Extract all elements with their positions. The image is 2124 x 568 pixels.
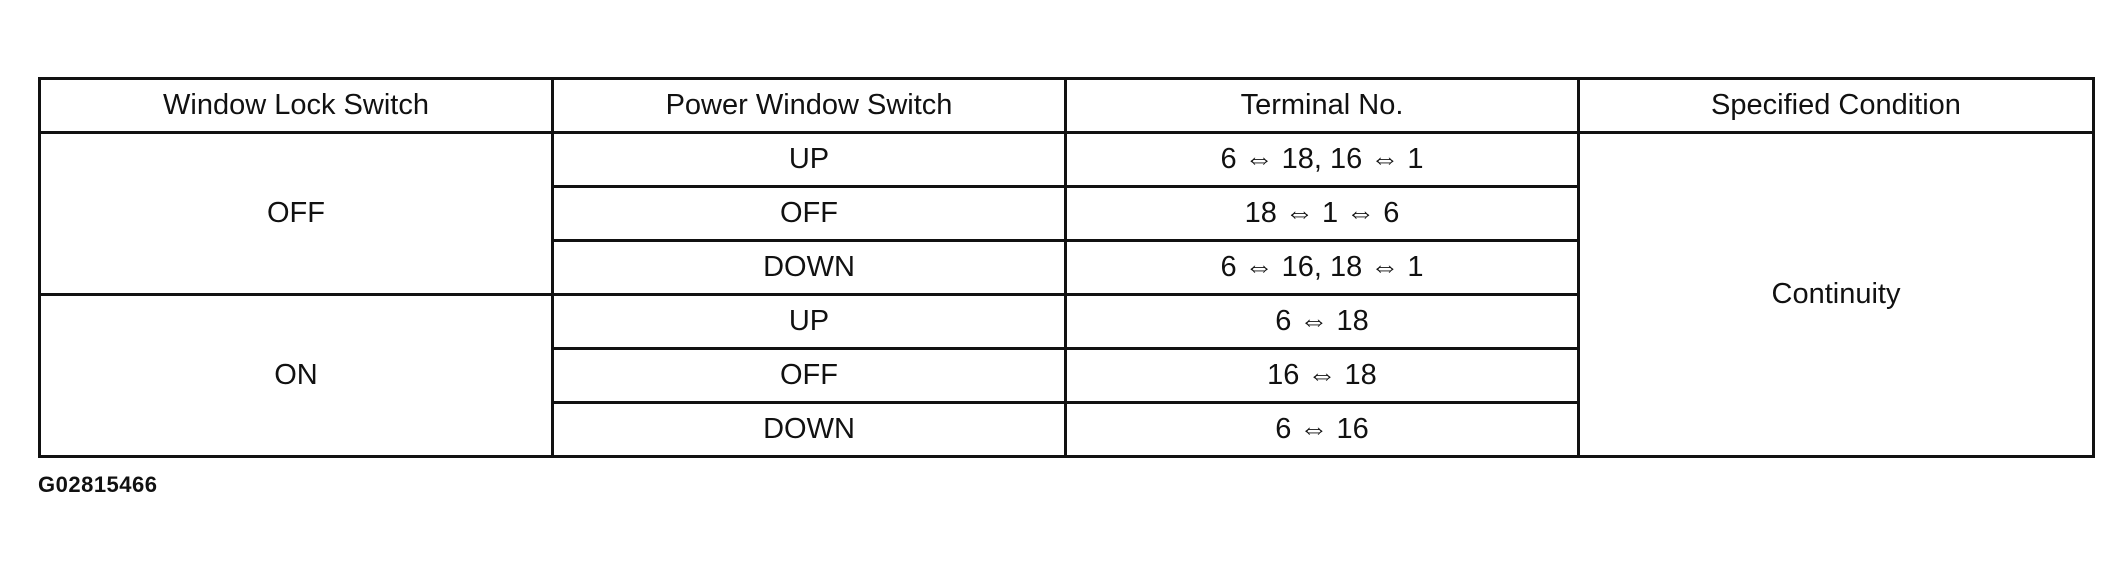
terminal-cell: 6 ⇔ 18 bbox=[1064, 293, 1580, 350]
header-window-lock-switch: Window Lock Switch bbox=[38, 77, 554, 134]
terminal-cell: 18 ⇔ 1 ⇔ 6 bbox=[1064, 185, 1580, 242]
header-row: Window Lock Switch Power Window Switch T… bbox=[38, 77, 2095, 134]
switch-position-cell: DOWN bbox=[551, 401, 1067, 458]
condition-cell: Continuity bbox=[1577, 131, 2095, 458]
switch-position-cell: UP bbox=[551, 131, 1067, 188]
table-row: OFF 18 ⇔ 1 ⇔ 6 bbox=[40, 185, 2094, 242]
switch-position-cell: UP bbox=[551, 293, 1067, 350]
switch-position-cell: OFF bbox=[551, 185, 1067, 242]
figure-id: G02815466 bbox=[38, 472, 158, 497]
table-row: DOWN 6 ⇔ 16 bbox=[40, 401, 2094, 458]
switch-inspection-table-container: Window Lock Switch Power Window Switch T… bbox=[38, 77, 2095, 458]
switch-position-cell: OFF bbox=[551, 347, 1067, 404]
switch-position-cell: DOWN bbox=[551, 239, 1067, 296]
header-specified-condition: Specified Condition bbox=[1577, 77, 2095, 134]
table-row: OFF UP 6 ⇔ 18, 16 ⇔ 1 Continuity bbox=[38, 131, 2095, 458]
table-row: ON UP 6 ⇔ 18 bbox=[38, 293, 2094, 458]
header-power-window-switch: Power Window Switch bbox=[551, 77, 1067, 134]
terminal-cell: 16 ⇔ 18 bbox=[1064, 347, 1580, 404]
lock-state-cell: OFF bbox=[38, 131, 554, 296]
switch-inspection-table: Window Lock Switch Power Window Switch T… bbox=[38, 77, 2095, 458]
terminal-cell: 6 ⇔ 16, 18 ⇔ 1 bbox=[1064, 239, 1580, 296]
terminal-cell: 6 ⇔ 18, 16 ⇔ 1 bbox=[1064, 131, 1580, 188]
header-terminal-no: Terminal No. bbox=[1064, 77, 1580, 134]
terminal-cell: 6 ⇔ 16 bbox=[1064, 401, 1580, 458]
table-row: DOWN 6 ⇔ 16, 18 ⇔ 1 bbox=[40, 239, 2094, 296]
lock-state-cell: ON bbox=[38, 293, 554, 458]
table-row: OFF 16 ⇔ 18 bbox=[40, 347, 2094, 404]
